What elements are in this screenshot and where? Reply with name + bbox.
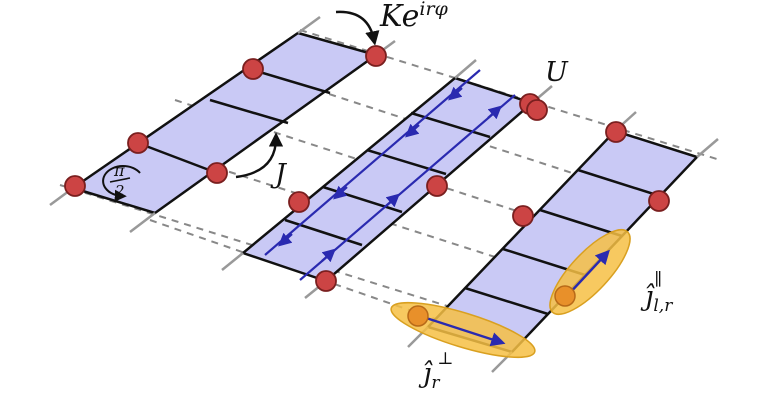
current-arrow — [385, 193, 400, 208]
leg-extension — [221, 252, 244, 271]
flux-denominator: 2 — [114, 182, 125, 200]
current-arrow — [487, 105, 502, 120]
current-operators — [390, 228, 631, 359]
current-line-down — [264, 69, 481, 256]
ladder-left — [49, 15, 396, 233]
perp-current-site — [407, 305, 429, 327]
rung — [137, 141, 218, 175]
ladder-middle — [221, 59, 553, 299]
site — [206, 162, 228, 184]
site — [315, 270, 337, 292]
flux-numerator: π — [113, 161, 125, 180]
current-arrow — [405, 123, 420, 138]
rung — [209, 98, 289, 125]
rung — [539, 208, 623, 238]
site — [426, 175, 448, 197]
u-label: U — [545, 57, 569, 88]
site — [288, 191, 310, 213]
site — [242, 58, 264, 80]
rung — [252, 68, 331, 95]
k-label: Keirφ — [379, 0, 449, 34]
site — [648, 190, 670, 212]
perp-current-arrow — [419, 314, 506, 347]
rung — [577, 168, 661, 198]
leg-extension — [454, 59, 477, 79]
j-perp-label: ĵr⊥ — [418, 349, 454, 393]
leg-extension — [297, 15, 321, 35]
rung — [464, 286, 549, 316]
flux-fraction-bar — [109, 177, 131, 183]
dashed-line — [299, 29, 721, 161]
flux-symbol: π 2 — [102, 161, 141, 202]
lattice-sites — [64, 45, 670, 292]
site — [127, 132, 149, 154]
current-arrow — [333, 185, 348, 200]
par-current-arrow — [566, 249, 610, 297]
j-hopping-arrow — [235, 132, 284, 179]
j-par-label: ĵl,r∥ — [640, 270, 673, 316]
rung — [284, 218, 363, 247]
j-label: J — [270, 159, 288, 190]
par-current-site — [554, 285, 576, 307]
leg-extension — [696, 138, 719, 158]
site — [512, 205, 534, 227]
current-arrow — [448, 86, 463, 101]
site — [365, 45, 387, 67]
current-arrow — [278, 232, 293, 247]
current-arrow — [321, 248, 336, 263]
site — [64, 175, 86, 197]
site — [605, 121, 627, 143]
k-hopping-arrow — [335, 10, 380, 46]
leg-extension — [129, 212, 156, 233]
flux-circle-arrow — [102, 165, 141, 202]
rung — [366, 148, 447, 176]
site — [526, 99, 548, 121]
